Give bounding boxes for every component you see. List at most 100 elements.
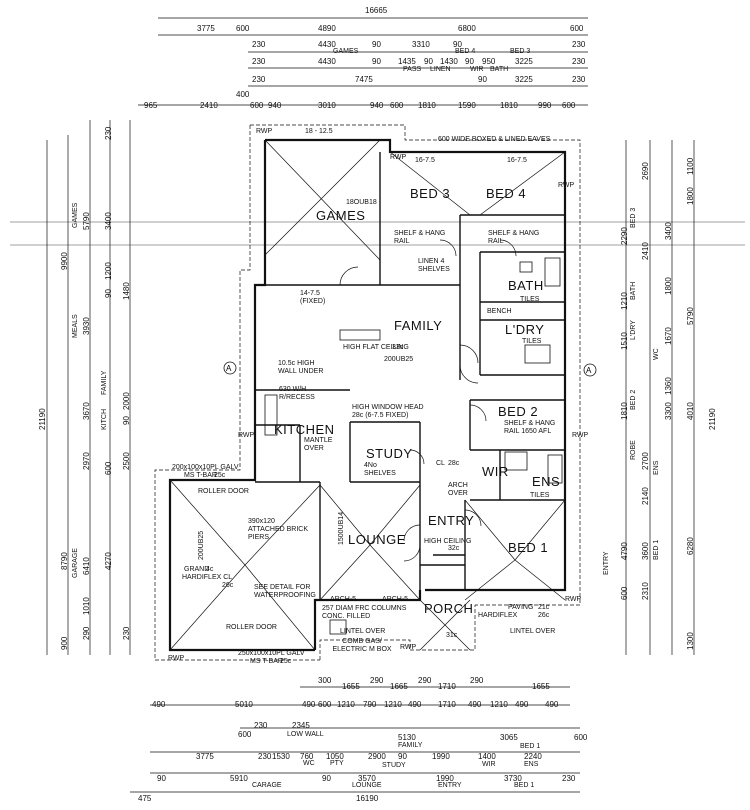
dim-bottom-r2: 790 <box>363 700 377 709</box>
room-bath: BATH <box>508 278 544 293</box>
cl-note: CL <box>436 460 445 467</box>
high-ceiling-note: 32c <box>448 545 460 552</box>
dim-label-carage: CARAGE <box>252 782 282 789</box>
dim-top-r6: 2410 <box>200 101 218 110</box>
dim-bottom-r4: 3775 <box>196 752 214 761</box>
dim-bottom-r1: 290 <box>370 676 384 685</box>
dim-bottom-r4: 1400 <box>478 752 496 761</box>
roller-door-note: ROLLER DOOR <box>226 624 277 631</box>
dim-left-c2: 2970 <box>82 452 91 470</box>
room-porch: PORCH <box>424 601 474 616</box>
dim-label-family: FAMILY <box>398 742 423 749</box>
dim-right-c1: 1800 <box>686 187 695 205</box>
galv-note: 250x100x10PL GALV <box>238 650 305 657</box>
tbar-note: MS T-BAR <box>184 472 217 479</box>
lintel-note: LINTEL OVER <box>340 628 386 635</box>
lintel-note: LINTEL OVER <box>510 628 556 635</box>
dim-top-r4: 1435 <box>398 57 416 66</box>
dim-bottom-r4: 760 <box>300 752 314 761</box>
piers-note: 390x120 ATTACHED BRICK PIERS <box>248 518 309 541</box>
dim-top-r6: 1810 <box>418 101 436 110</box>
dim-right-c2: 4790 <box>620 542 629 560</box>
dim-label-family: FAMILY <box>101 370 108 395</box>
dim-top-r2: 600 <box>570 24 584 33</box>
dim-label-bed4: BED 4 <box>455 48 476 55</box>
rwp-label: RWP <box>168 655 185 662</box>
dim-left-c3: 4270 <box>104 552 113 570</box>
dim-right-overall: 21190 <box>708 408 717 430</box>
recess-note: 630 W/H R/RECESS <box>279 386 315 401</box>
dim-bottom-r1: 1655 <box>342 682 360 691</box>
dim-right-c3: 2140 <box>641 487 650 505</box>
room-bed3: BED 3 <box>410 186 451 201</box>
dim-top-r6: 940 <box>268 101 282 110</box>
dim-bottom-r5: 3570 <box>358 774 376 783</box>
dim-top-r3: 90 <box>372 40 381 49</box>
dim-right-c1: 1300 <box>686 632 695 650</box>
dim-top-r6: 1590 <box>458 101 476 110</box>
dim-top-r6: 600 <box>390 101 404 110</box>
dim-label-bed3: BED 3 <box>510 48 531 55</box>
dim-label-games: GAMES <box>72 202 79 228</box>
wall-note: 10.5c HIGH WALL UNDER <box>278 360 324 375</box>
galv-note: 200x100x10PL GALV <box>172 464 239 471</box>
tbar-note: 25c <box>280 658 292 665</box>
dim-label-ldry: L'DRY <box>630 320 637 340</box>
hardiflex-note: 26c <box>222 582 234 589</box>
dim-right-c3: 1360 <box>664 377 673 395</box>
dim-top-r4: 950 <box>482 57 496 66</box>
dim-bottom-r4: 1050 <box>326 752 344 761</box>
dim-bottom-r2: 490 <box>302 700 316 709</box>
dim-bottom-r5: 90 <box>157 774 166 783</box>
dim-label-bed1: BED 1 <box>520 743 541 750</box>
linen-note: LINEN 4 SHELVES <box>418 258 450 273</box>
dim-top-r4: 4430 <box>318 57 336 66</box>
rwp-label: RWP <box>572 432 589 439</box>
room-kitchen: KITCHEN <box>274 422 335 437</box>
dim-bottom-r2: 1210 <box>490 700 508 709</box>
dim-bottom-r4: 230 <box>258 752 272 761</box>
room-lounge: LOUNGE <box>348 532 406 547</box>
bench-note: BENCH <box>487 308 512 315</box>
dim-left-c3: 90 <box>104 289 113 298</box>
dim-label-bed2: BED 2 <box>630 389 637 410</box>
roller-door-note: ROLLER DOOR <box>198 488 249 495</box>
dim-left-c2: 5790 <box>82 212 91 230</box>
dim-top-r6: 940 <box>370 101 384 110</box>
dim-bottom-r3: 5130 <box>398 733 416 742</box>
dim-label-wir: WIR <box>482 761 496 768</box>
room-ldry: L'DRY <box>505 322 545 337</box>
dim-right-c2: 2690 <box>641 162 650 180</box>
dim-bottom-r1: 1710 <box>438 682 456 691</box>
dim-label-entry: ENTRY <box>438 782 462 789</box>
dim-bottom-r4: 1530 <box>272 752 290 761</box>
dim-right-c2: 2290 <box>620 227 629 245</box>
window-head-note: HIGH WINDOW HEAD <box>352 404 424 411</box>
dim-left-c3: 230 <box>122 626 131 640</box>
roof-pitch-note: 16-7.5 <box>507 157 527 164</box>
dim-top-r4: 230 <box>252 57 266 66</box>
dim-label-meals: MEALS <box>72 314 79 338</box>
dim-label-kitch: KITCH <box>101 409 108 430</box>
mantle-note: MANTLE OVER <box>304 437 333 452</box>
dim-top-r2: 4890 <box>318 24 336 33</box>
dim-bottom-r1: 290 <box>470 676 484 685</box>
dim-right-c2: 1210 <box>620 292 629 310</box>
dim-label-bed3: BED 3 <box>630 207 637 228</box>
dim-left-c3: 1200 <box>104 262 113 280</box>
dim-right-c3: 3600 <box>641 542 650 560</box>
window-head-note: 28c (6-7.5 FIXED) <box>352 412 409 419</box>
dim-top-r4: 90 <box>424 57 433 66</box>
dim-top-r5: 230 <box>572 75 586 84</box>
window-note: 200UB25 <box>384 356 414 363</box>
dim-bottom-r2: 1710 <box>438 700 456 709</box>
dim-bottom-r4: 1990 <box>432 752 450 761</box>
dim-bottom-r5: 5910 <box>230 774 248 783</box>
rwp-label: RWP <box>238 432 255 439</box>
dim-label-robe: ROBE <box>630 440 637 460</box>
dim-right-c3: 3300 <box>664 402 673 420</box>
dim-right-c2: 600 <box>620 586 629 600</box>
dim-right-c1: 1800 <box>664 277 673 295</box>
room-wir: WIR <box>482 464 509 479</box>
dim-left-c3: 90 <box>122 416 131 425</box>
